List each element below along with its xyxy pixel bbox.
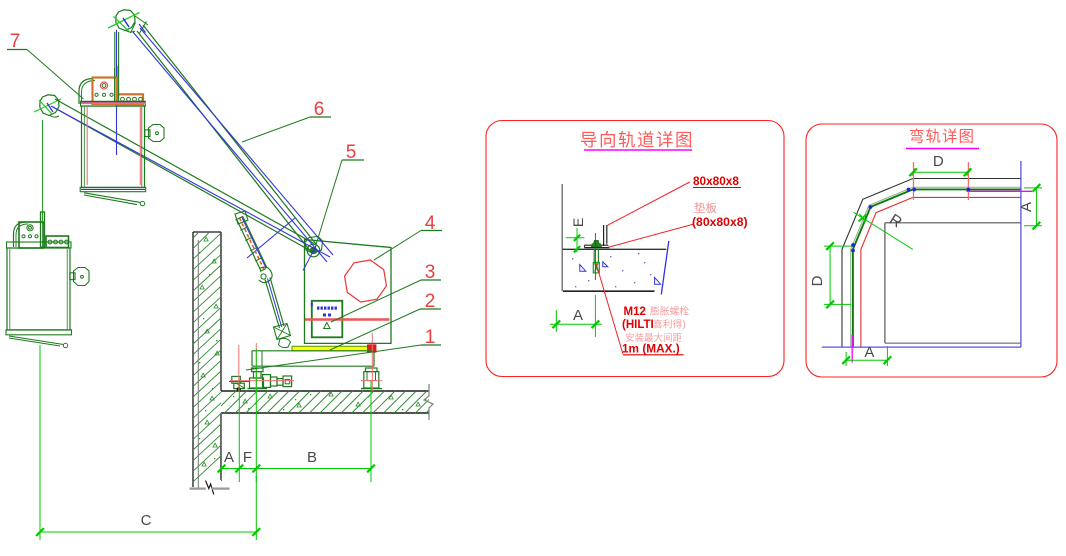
svg-text:D: D [933, 153, 944, 170]
svg-text:(80x80x8): (80x80x8) [692, 215, 748, 229]
svg-text:膨胀螺栓: 膨胀螺栓 [650, 305, 689, 318]
svg-text:A: A [864, 344, 874, 361]
svg-text:80x80x8: 80x80x8 [693, 174, 739, 188]
svg-text:F: F [243, 449, 252, 466]
svg-text:C: C [141, 512, 152, 529]
svg-text:弯轨详图: 弯轨详图 [909, 128, 975, 146]
svg-text:安装最大间距: 安装最大间距 [625, 332, 683, 344]
svg-text:D: D [809, 275, 826, 286]
svg-text:(HILTI: (HILTI [622, 319, 654, 331]
svg-text:喜利得): 喜利得) [653, 318, 686, 331]
svg-text:垫板: 垫板 [694, 201, 717, 215]
svg-text:6: 6 [314, 99, 325, 120]
svg-text:5: 5 [346, 142, 357, 163]
svg-text:E: E [570, 218, 586, 227]
svg-text:3: 3 [425, 262, 436, 283]
svg-text:4: 4 [425, 213, 436, 234]
svg-text:1: 1 [425, 327, 436, 348]
svg-text:A: A [1018, 202, 1035, 212]
svg-text:B: B [307, 449, 317, 466]
svg-text:M12: M12 [624, 306, 646, 318]
svg-text:7: 7 [10, 31, 21, 52]
svg-text:2: 2 [425, 291, 436, 312]
svg-text:1m (MAX.): 1m (MAX.) [622, 342, 680, 356]
svg-text:A: A [224, 449, 234, 466]
svg-text:导向轨道详图: 导向轨道详图 [580, 130, 694, 150]
svg-text:A: A [573, 307, 583, 324]
